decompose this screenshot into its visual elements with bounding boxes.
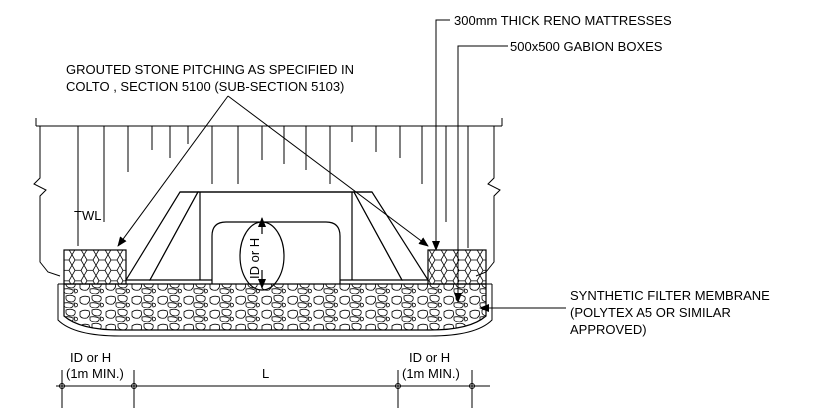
culvert-headwall bbox=[124, 191, 430, 291]
gabion-boxes bbox=[63, 249, 487, 285]
dimension-line bbox=[56, 370, 490, 408]
filter-membrane-label: SYNTHETIC FILTER MEMBRANE (POLYTEX A5 OR… bbox=[570, 287, 770, 338]
dim-left-top: ID or H bbox=[70, 350, 112, 365]
embankment bbox=[33, 118, 503, 277]
dim-left-bottom: (1m MIN.) bbox=[66, 366, 124, 381]
filter-membrane-line-3: APPROVED) bbox=[570, 322, 647, 337]
twl-label: TWL bbox=[74, 208, 102, 223]
dim-right-top: ID or H bbox=[409, 350, 451, 365]
gabion-box-label: 500x500 GABION BOXES bbox=[510, 39, 663, 54]
grouted-pitching-label: GROUTED STONE PITCHING AS SPECIFIED IN C… bbox=[66, 61, 354, 95]
dim-middle: L bbox=[262, 366, 270, 381]
gabion-box-right bbox=[427, 249, 487, 285]
filter-membrane bbox=[57, 284, 493, 337]
culvert-dim-label: ID or H bbox=[247, 238, 262, 279]
gabion-box-left bbox=[63, 249, 127, 285]
filter-membrane-line-1: SYNTHETIC FILTER MEMBRANE bbox=[570, 288, 770, 303]
leader-lines bbox=[117, 19, 566, 312]
embankment-hatching bbox=[77, 126, 469, 248]
grouted-pitching-line-1: GROUTED STONE PITCHING AS SPECIFIED IN bbox=[66, 62, 354, 77]
grouted-pitching-line-2: COLTO , SECTION 5100 (SUB-SECTION 5103) bbox=[66, 79, 345, 94]
dim-right-bottom: (1m MIN.) bbox=[402, 366, 460, 381]
reno-mattress bbox=[63, 283, 487, 331]
filter-membrane-line-2: (POLYTEX A5 OR SIMILAR bbox=[570, 305, 731, 320]
reno-mattress-label: 300mm THICK RENO MATTRESSES bbox=[454, 13, 672, 28]
